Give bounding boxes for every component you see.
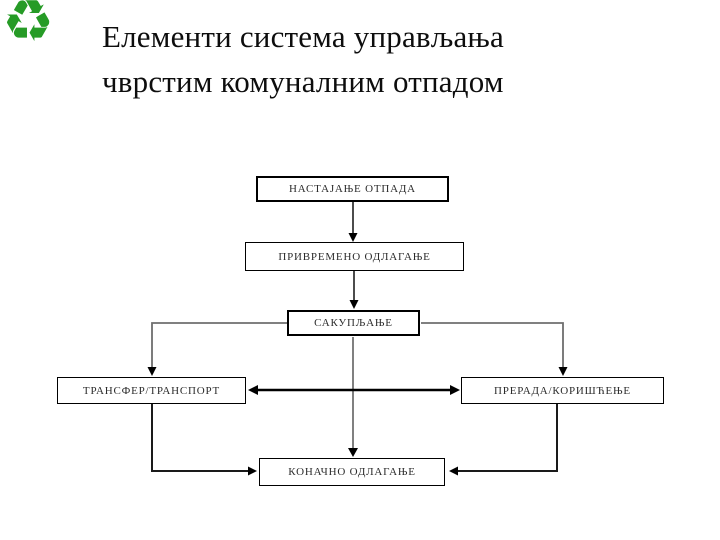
node-collection: САКУПЉАЊЕ [287,310,420,336]
recycle-icon: ♻ [2,0,54,55]
title-line-2: чврстим комуналним отпадом [102,64,504,99]
page-title: Елементи система управљања чврстим комуна… [102,14,682,104]
node-waste-generation: НАСТАЈАЊЕ ОТПАДА [256,176,449,202]
edge-transfer-final [151,404,257,476]
title-line-1: Елементи система управљања [102,19,505,54]
node-transfer-transport: ТРАНСФЕР/ТРАНСПОРТ [57,377,246,404]
edge-collection-final [348,337,358,457]
node-final-disposal: КОНАЧНО ОДЛАГАЊЕ [259,458,445,486]
node-temporary-disposal: ПРИВРЕМЕНО ОДЛАГАЊЕ [245,242,464,271]
node-processing-use: ПРЕРАДА/КОРИШЋЕЊЕ [461,377,664,404]
edge-transfer-processing [248,385,460,395]
edge-generation-temporary [348,202,358,242]
edge-temporary-collection [349,271,359,309]
edge-collection-processing [421,322,568,376]
edge-collection-transfer [147,322,287,376]
edge-processing-final [449,404,558,476]
